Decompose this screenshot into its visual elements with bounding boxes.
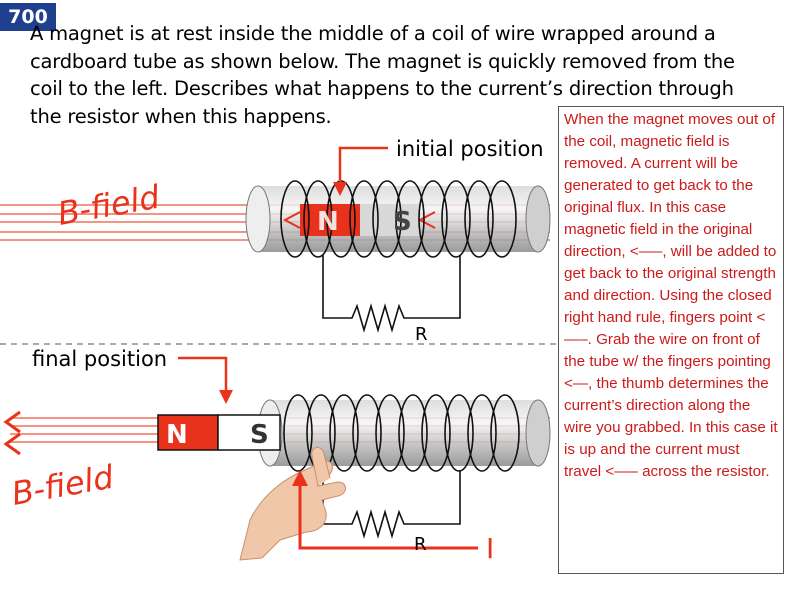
magnet-bottom-s-letter: S <box>250 420 269 450</box>
explanation-box: When the magnet moves out of the coil, m… <box>558 106 784 574</box>
final-setup <box>3 356 551 561</box>
question-text: A magnet is at rest inside the middle of… <box>30 22 735 128</box>
magnet-bottom-n-letter: N <box>166 420 188 450</box>
circuit-wire-bottom <box>322 470 461 539</box>
label-b-field-top: B-field <box>55 178 163 233</box>
final-position-pointer <box>178 356 228 398</box>
initial-position-pointer <box>338 146 388 190</box>
label-resistor-bottom: R <box>414 534 427 555</box>
magnet-top-n-letter: N <box>317 207 339 237</box>
coil-windings-bottom <box>283 394 520 472</box>
label-b-field-bottom: B-field <box>9 458 117 513</box>
current-arrow <box>298 478 478 550</box>
label-resistor-top: R <box>415 324 428 345</box>
magnet-bottom-north <box>157 414 219 451</box>
magnet-bottom-south <box>217 414 281 451</box>
circuit-wire-top <box>322 255 461 333</box>
right-hand-illustration <box>239 447 346 561</box>
magnet-top-s-letter: S <box>393 207 412 237</box>
initial-setup <box>0 146 551 333</box>
label-final-position: final position <box>32 347 167 371</box>
label-current: I <box>486 532 494 565</box>
magnet-top-south <box>360 204 420 236</box>
slide-number-badge: 700 <box>0 3 56 31</box>
label-initial-position: initial position <box>396 137 544 161</box>
